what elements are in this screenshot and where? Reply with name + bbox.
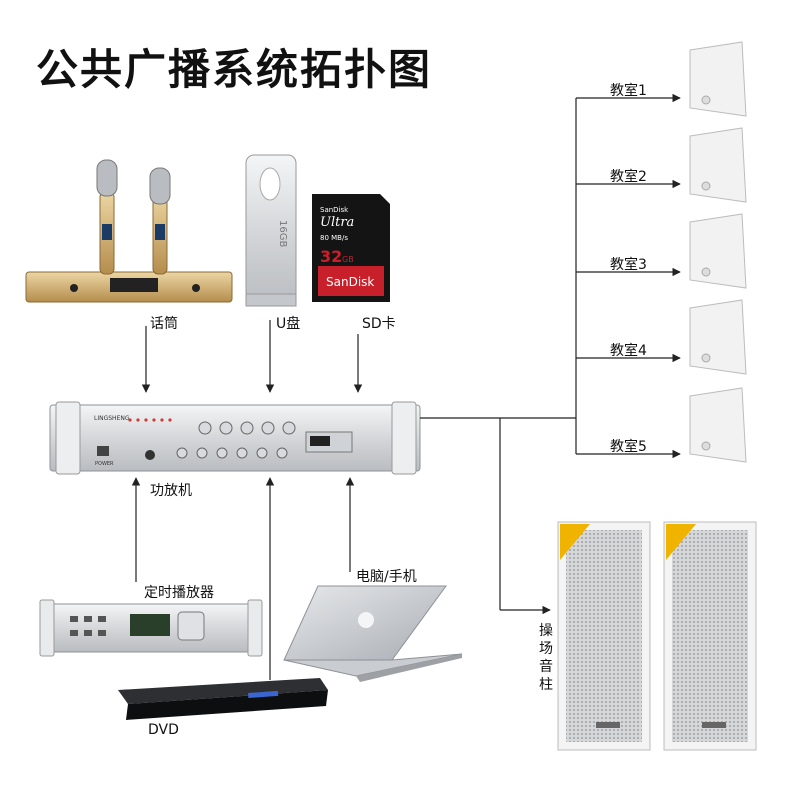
label-sd: SD卡: [362, 316, 396, 332]
amplifier-power-text: POWER: [95, 461, 114, 467]
sd-brand-small: SanDisk: [320, 206, 349, 214]
classroom-speaker-3: [689, 213, 747, 289]
microphone-set: [25, 159, 233, 303]
classroom-speaker-1: [689, 41, 747, 117]
column-speakers: [557, 521, 757, 751]
label-playground: 操场音柱: [539, 623, 553, 693]
column-speaker-2: [663, 521, 757, 751]
amplifier-brand: LINGSHENG: [94, 415, 130, 422]
label-mic: 话筒: [150, 316, 178, 332]
usb-drive: 16GB: [245, 154, 297, 307]
sd-line: Ultra: [320, 215, 354, 230]
connections: [131, 93, 681, 680]
sd-speed: 80 MB/s: [320, 234, 348, 242]
sd-brand: SanDisk: [326, 275, 374, 289]
classroom-speakers: [689, 41, 747, 463]
label-timer: 定时播放器: [144, 585, 214, 601]
label-usb: U盘: [276, 316, 301, 332]
label-classroom-5: 教室5: [610, 439, 647, 455]
sd-capacity: 32: [320, 247, 342, 266]
laptop: [283, 585, 463, 682]
amplifier: LINGSHENG POWER: [49, 401, 421, 475]
label-dvd: DVD: [148, 722, 179, 738]
classroom-speaker-5: [689, 387, 747, 463]
label-classroom-4: 教室4: [610, 343, 647, 359]
label-laptop: 电脑/手机: [356, 569, 417, 585]
sd-card: SanDisk Ultra 80 MB/s 32 GB SanDisk: [312, 194, 390, 302]
diagram-title: 公共广播系统拓扑图: [36, 45, 433, 94]
dvd-player: [118, 678, 328, 720]
classroom-speaker-2: [689, 127, 747, 203]
label-amplifier: 功放机: [150, 483, 192, 499]
label-classroom-1: 教室1: [610, 83, 647, 99]
column-speaker-1: [557, 521, 651, 751]
classroom-speaker-4: [689, 299, 747, 375]
label-classroom-3: 教室3: [610, 257, 647, 273]
timer-player: [39, 599, 263, 657]
usb-capacity: 16GB: [277, 220, 288, 247]
sd-capacity-unit: GB: [342, 255, 354, 264]
label-classroom-2: 教室2: [610, 169, 647, 185]
